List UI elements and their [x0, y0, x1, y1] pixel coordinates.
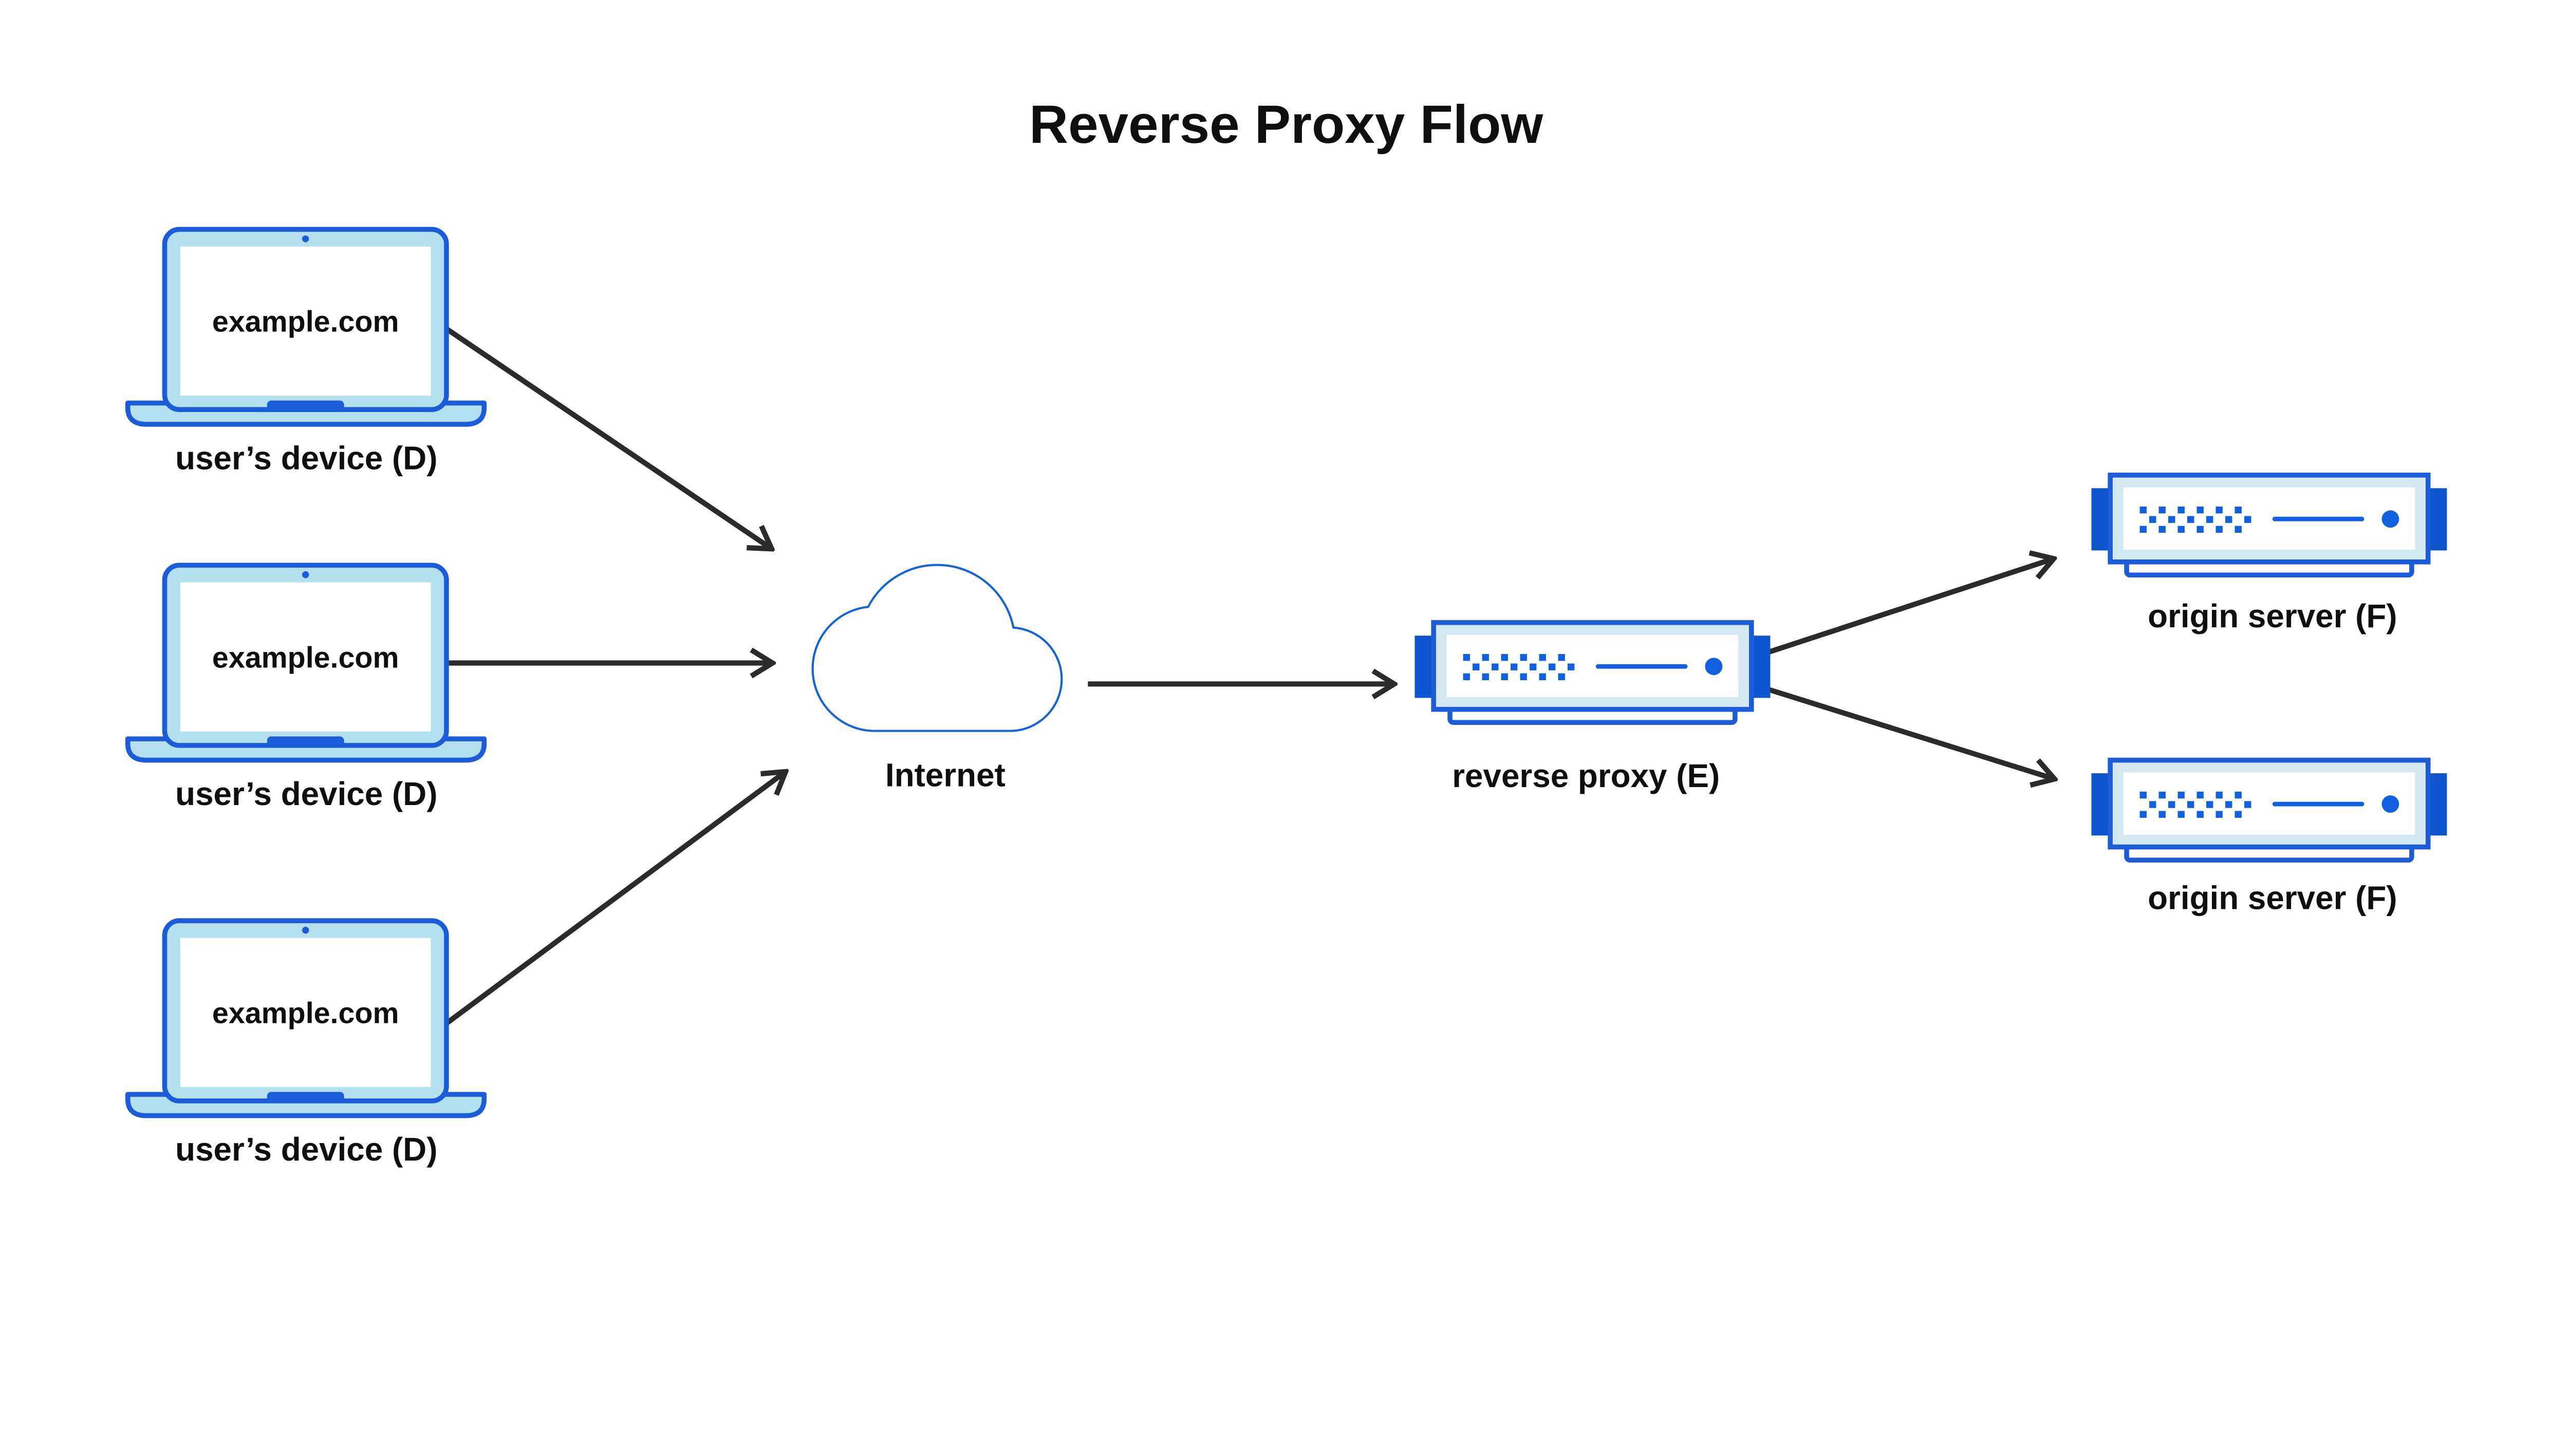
- arrow-device1-to-internet: [438, 322, 772, 549]
- reverse-proxy-node: reverse proxy (E): [1415, 623, 1771, 794]
- origin-server-node-1: origin server (F): [2091, 475, 2447, 634]
- device2-screen-text: example.com: [212, 641, 399, 674]
- device3-screen-text: example.com: [212, 997, 399, 1030]
- arrow-proxy-to-origin2: [1758, 684, 2055, 779]
- origin-server-node-2: origin server (F): [2091, 760, 2447, 916]
- server-icon: [1415, 623, 1771, 723]
- server-icon: [2091, 475, 2447, 575]
- diagram-page: Reverse Proxy Flow example.com user’s de…: [125, 94, 2450, 1168]
- device1-label: user’s device (D): [175, 439, 437, 476]
- flow-arrows: [438, 322, 2055, 1029]
- diagram-canvas: Reverse Proxy Flow example.com user’s de…: [125, 94, 2450, 1168]
- internet-label: Internet: [885, 756, 1006, 793]
- device-node-1: example.com user’s device (D): [128, 229, 485, 476]
- device-node-2: example.com user’s device (D): [128, 565, 485, 812]
- reverse-proxy-label: reverse proxy (E): [1452, 757, 1720, 794]
- device2-label: user’s device (D): [175, 775, 437, 812]
- internet-node: Internet: [813, 565, 1062, 793]
- origin-server1-label: origin server (F): [2148, 598, 2397, 634]
- device-node-3: example.com user’s device (D): [128, 921, 485, 1168]
- device3-label: user’s device (D): [175, 1131, 437, 1168]
- server-icon: [2091, 760, 2447, 861]
- device1-screen-text: example.com: [212, 306, 399, 339]
- page-title: Reverse Proxy Flow: [1029, 95, 1543, 155]
- arrow-proxy-to-origin1: [1758, 558, 2054, 658]
- arrow-device3-to-internet: [440, 772, 786, 1029]
- origin-server2-label: origin server (F): [2148, 879, 2397, 916]
- cloud-icon: [813, 565, 1062, 731]
